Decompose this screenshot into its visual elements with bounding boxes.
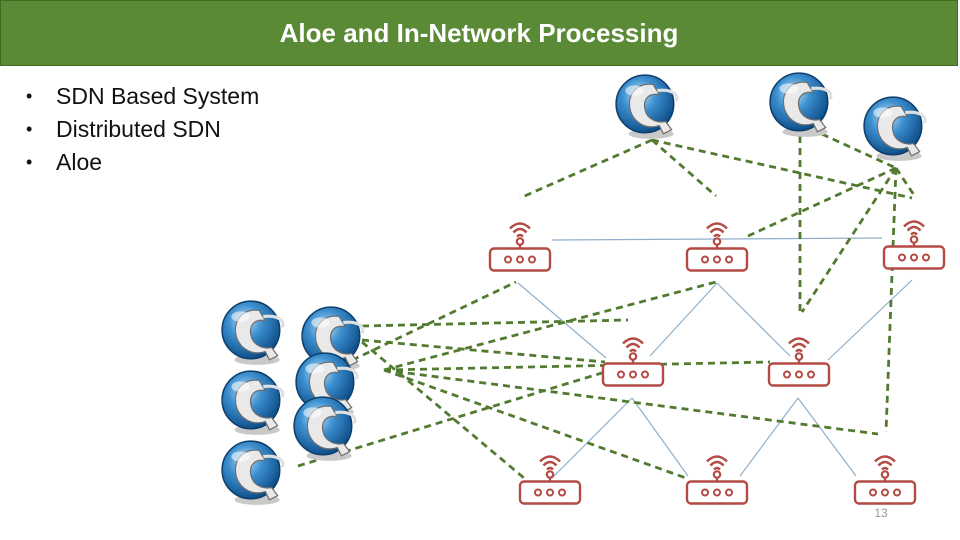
bullet-dot-icon: • [26, 86, 33, 106]
control-link [651, 138, 717, 198]
bullet-text: Distributed SDN [56, 116, 221, 142]
control-link [894, 167, 918, 199]
bullet-item: • Aloe [26, 146, 259, 179]
routers [488, 219, 946, 506]
controller-globe-icon [768, 71, 833, 139]
controller-globe-icon [614, 73, 679, 141]
control-link [361, 338, 606, 364]
bullet-item: • Distributed SDN [26, 113, 259, 146]
control-link [383, 280, 717, 372]
controller-globe-icon [220, 439, 285, 507]
bullet-list: • SDN Based System • Distributed SDN • Aloe [26, 80, 259, 179]
title-bar: Aloe and In-Network Processing [0, 0, 958, 66]
bullet-item: • SDN Based System [26, 80, 259, 113]
physical-link [797, 397, 857, 477]
control-link [361, 318, 629, 328]
bullet-text: Aloe [56, 149, 103, 175]
controller-globe-icon [862, 95, 927, 163]
control-link [747, 166, 897, 238]
wifi-router-icon [767, 336, 831, 388]
slide-title: Aloe and In-Network Processing [279, 17, 679, 48]
page-number: 13 [874, 506, 888, 520]
wifi-router-icon [685, 221, 749, 273]
physical-link [827, 279, 913, 361]
controller-globe-icon [220, 369, 285, 437]
control-link [651, 138, 913, 200]
control-link [383, 360, 771, 372]
control-link [519, 138, 653, 200]
control-link [383, 368, 687, 480]
wifi-router-icon [518, 454, 582, 506]
physical-link [649, 282, 718, 357]
controllers [220, 71, 927, 507]
controller-globe-icon [220, 299, 285, 367]
control-link [884, 167, 898, 433]
bullet-dot-icon: • [26, 119, 33, 139]
control-link [800, 167, 898, 313]
wifi-router-icon [853, 454, 917, 506]
bullet-text: SDN Based System [56, 83, 260, 109]
physical-link [551, 397, 633, 479]
physical-link [716, 282, 791, 357]
bullet-dot-icon: • [26, 152, 33, 172]
physical-link [631, 397, 689, 477]
physical-links [517, 237, 913, 479]
wifi-router-icon [488, 221, 552, 273]
wifi-router-icon [601, 336, 665, 388]
physical-link [739, 397, 799, 477]
physical-link [517, 282, 607, 359]
wifi-router-icon [685, 454, 749, 506]
control-links [297, 122, 918, 480]
